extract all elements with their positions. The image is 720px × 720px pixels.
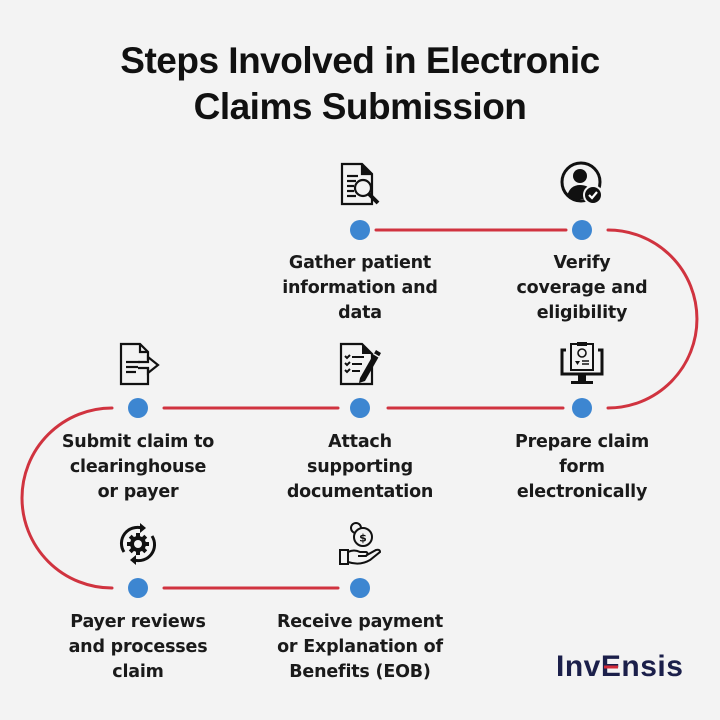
step-label-prepare: Prepare claim form electronically [472, 430, 692, 505]
logo-mid: E [600, 650, 622, 683]
label-line: claim [112, 662, 164, 682]
node-step-1 [350, 220, 370, 240]
label-line: Verify [553, 253, 611, 273]
page-title: Steps Involved in Electronic Claims Subm… [0, 38, 720, 130]
label-line: and processes [68, 637, 208, 657]
step-label-attach: Attach supporting documentation [250, 430, 470, 505]
label-line: clearinghouse [69, 457, 207, 477]
node-step-7 [350, 578, 370, 598]
label-line: documentation [286, 482, 434, 502]
label-line: coverage and [516, 278, 648, 298]
step-label-review: Payer reviews and processes claim [28, 610, 248, 685]
svg-text:$: $ [359, 532, 367, 545]
step-label-submit: Submit claim to clearinghouse or payer [28, 430, 248, 505]
logo-prefix: Inv [556, 650, 601, 683]
label-line: form [559, 457, 605, 477]
node-step-4 [350, 398, 370, 418]
label-line: information and [282, 278, 438, 298]
connector-2-3 [606, 228, 699, 410]
hand-money-icon: $ [339, 522, 382, 565]
label-line: Attach [328, 432, 392, 452]
step-label-receive: Receive payment or Explanation of Benefi… [250, 610, 470, 685]
step-label-verify: Verify coverage and eligibility [472, 251, 692, 326]
label-line: Payer reviews [70, 612, 206, 632]
title-line-1: Steps Involved in Electronic [120, 40, 600, 81]
label-line: supporting [307, 457, 413, 477]
invensis-logo: InvEnsis [556, 650, 683, 684]
label-line: data [338, 303, 382, 323]
label-line: or Explanation of [277, 637, 443, 657]
label-line: Gather patient [288, 253, 432, 273]
label-line: Submit claim to [61, 432, 215, 452]
connector-5-6 [20, 406, 114, 590]
document-search-icon [340, 162, 380, 206]
node-step-5 [128, 398, 148, 418]
label-line: or payer [97, 482, 179, 502]
label-line: Prepare claim [514, 432, 650, 452]
label-line: eligibility [536, 303, 628, 323]
node-step-6 [128, 578, 148, 598]
label-line: electronically [516, 482, 648, 502]
gear-cycle-icon [119, 523, 157, 565]
node-step-2 [572, 220, 592, 240]
user-verified-icon [560, 161, 603, 205]
label-line: Benefits (EOB) [289, 662, 431, 682]
document-edit-icon [339, 342, 381, 386]
step-label-gather: Gather patient information and data [250, 251, 470, 326]
monitor-form-icon [560, 342, 604, 384]
label-line: Receive payment [276, 612, 444, 632]
document-send-icon [119, 342, 160, 386]
logo-suffix: nsis [621, 650, 684, 683]
title-line-2: Claims Submission [193, 86, 527, 127]
node-step-3 [572, 398, 592, 418]
